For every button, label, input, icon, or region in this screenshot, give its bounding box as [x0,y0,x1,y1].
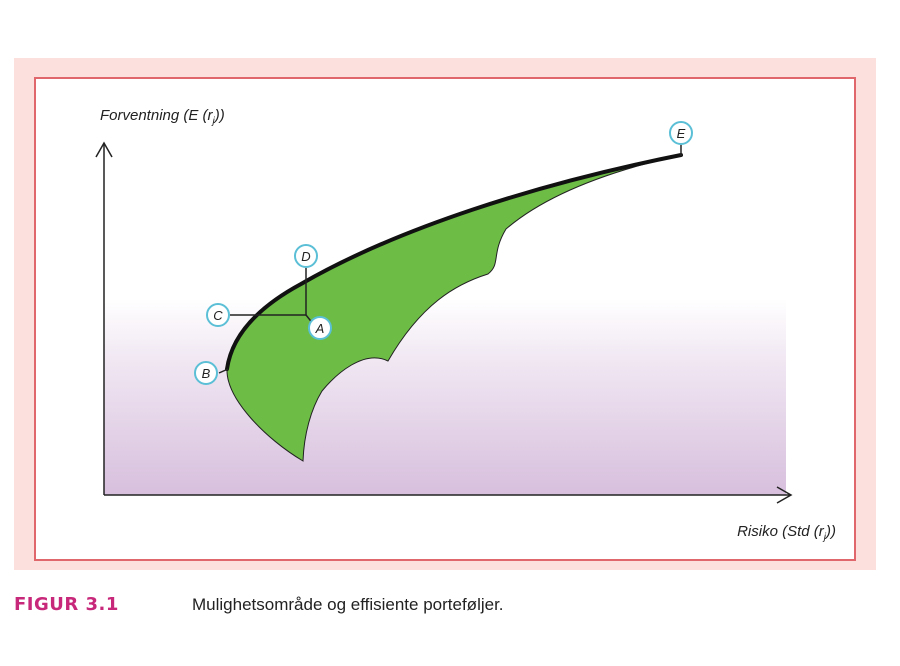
point-label: D [301,249,310,264]
point-label: C [213,308,223,323]
y-axis-arrow [95,141,113,158]
point-a-marker: A [308,316,332,340]
y-axis-label-subscript: j [212,116,215,127]
point-e-marker: E [669,121,693,145]
efficient-frontier [225,153,683,371]
figure-caption: FIGUR 3.1 Mulighetsområde og effisiente … [14,594,884,622]
x-axis-arrow [776,486,793,504]
x-axis-label-text: Risiko (Std (r [737,523,824,540]
figure-caption-text: Mulighetsområde og effisiente portefølje… [192,595,504,614]
figure-frame: E D C A B Forventning (E (rj)) Risiko (S… [14,58,876,570]
point-b-marker: B [194,361,218,385]
y-axis-label-close: )) [214,107,225,124]
point-label: B [202,366,211,381]
point-c-marker: C [206,303,230,327]
shaded-background [104,299,786,495]
x-axis-label-subscript: j [823,532,826,543]
point-label: A [315,321,325,336]
point-d-marker: D [294,244,318,268]
diagram: E D C A B [95,121,793,504]
y-axis-label-text: Forventning (E (r [100,107,213,124]
point-label: E [677,126,686,141]
leader-b [218,368,229,374]
figure-panel: E D C A B Forventning (E (rj)) Risiko (S… [34,77,856,561]
figure-number: FIGUR 3.1 [14,594,119,615]
y-axis-label: Forventning (E (rj)) [100,107,225,127]
x-axis-label-close: )) [826,523,836,540]
x-axis-label: Risiko (Std (rj)) [737,523,836,543]
